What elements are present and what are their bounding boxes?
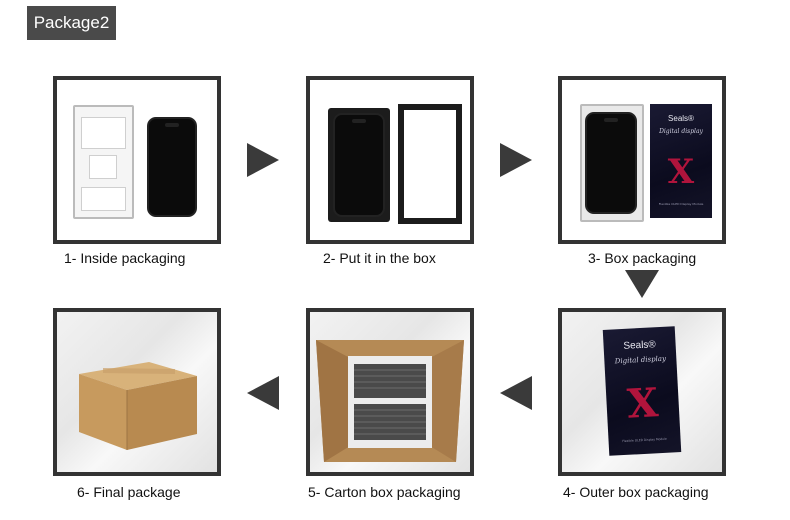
phone-display: [147, 117, 197, 217]
step-4-caption: 4- Outer box packaging: [563, 484, 709, 500]
step-1-caption: 1- Inside packaging: [64, 250, 186, 266]
arrow-left-icon: [500, 376, 532, 410]
arrow-right-icon: [247, 143, 279, 177]
product-box: Seals® Digital display X Flexible OLED D…: [602, 326, 682, 456]
step-6-caption: 6- Final package: [77, 484, 181, 500]
arrow-down-icon: [625, 270, 659, 298]
step-2-caption: 2- Put it in the box: [323, 250, 436, 266]
arrow-right-icon: [500, 143, 532, 177]
phone-display: [333, 113, 385, 217]
cardboard-box-icon: [79, 362, 197, 450]
open-carton-icon: [316, 340, 464, 462]
box-base: [580, 104, 644, 222]
box-base: [328, 108, 390, 222]
step-2-image: [306, 76, 474, 244]
step-5-caption: 5- Carton box packaging: [308, 484, 461, 500]
plastic-tray: [73, 105, 134, 219]
step-3-caption: 3- Box packaging: [588, 250, 697, 266]
arrow-left-icon: [247, 376, 279, 410]
phone-display: [585, 112, 637, 214]
step-4-image: Seals® Digital display X Flexible OLED D…: [558, 308, 726, 476]
box-lid: [398, 104, 462, 224]
step-1-image: [53, 76, 221, 244]
section-title-badge: Package2: [27, 6, 116, 40]
step-5-image: [306, 308, 474, 476]
step-3-image: Seals® Digital display X Flexible OLED D…: [558, 76, 726, 244]
product-box: Seals® Digital display X Flexible OLED D…: [650, 104, 712, 218]
step-6-image: [53, 308, 221, 476]
